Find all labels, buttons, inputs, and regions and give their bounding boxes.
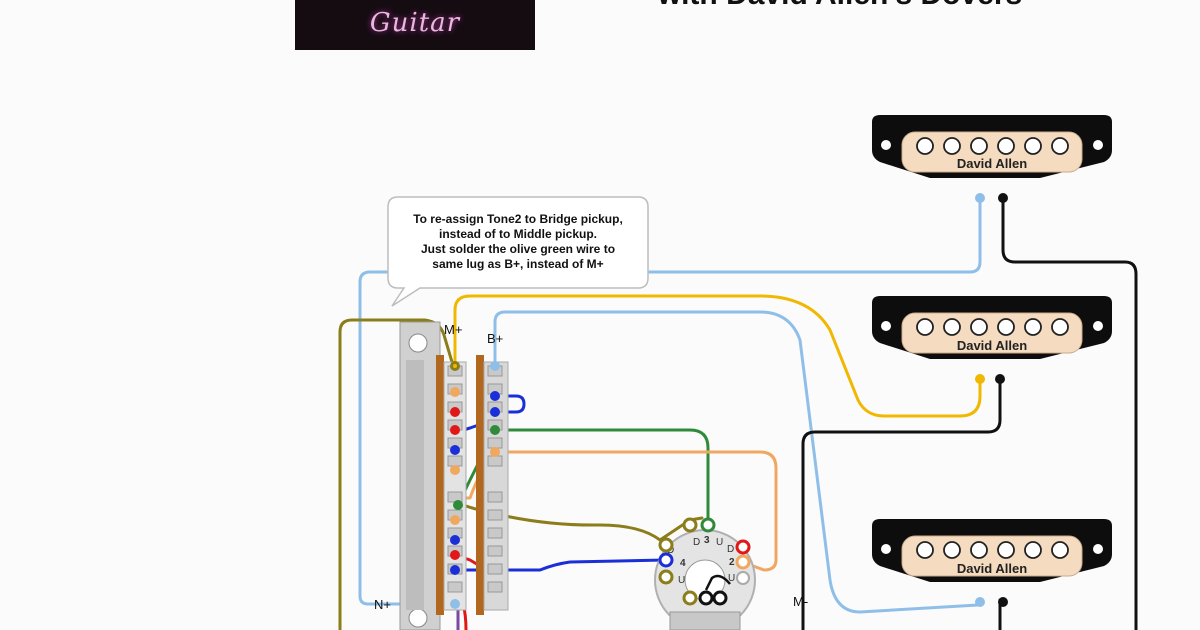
pot-label-u-top: U bbox=[716, 537, 723, 548]
wire-light-blue-bridge bbox=[358, 196, 982, 606]
note-line-2: instead of to Middle pickup. bbox=[439, 227, 597, 241]
page-title: with David Allen's Dovers bbox=[600, 0, 1080, 12]
label-m-plus: M+ bbox=[444, 322, 462, 337]
pot-label-u-left: U bbox=[678, 575, 685, 586]
note-line-1: To re-assign Tone2 to Bridge pickup, bbox=[413, 212, 623, 226]
pot-label-2: 2 bbox=[729, 557, 735, 568]
wire-light-blue-bplus bbox=[493, 310, 982, 614]
label-m-minus: M- bbox=[793, 594, 808, 609]
note-callout: To re-assign Tone2 to Bridge pickup, ins… bbox=[387, 196, 649, 307]
wire-orange bbox=[491, 450, 778, 572]
wire-blue bbox=[491, 394, 526, 414]
pickup-bridge: David Allen bbox=[872, 115, 1112, 178]
note-line-4: same lug as B+, instead of M+ bbox=[432, 257, 603, 271]
wire-olive-2 bbox=[448, 498, 704, 542]
pickup-neck-brand: David Allen bbox=[957, 561, 1027, 576]
wire-yellow bbox=[453, 294, 982, 418]
pickup-middle: David Allen bbox=[872, 296, 1112, 359]
label-n-plus: N+ bbox=[374, 597, 391, 612]
pot-label-d-top: D bbox=[693, 537, 700, 548]
site-logo: Guitar bbox=[295, 0, 535, 50]
wire-black-bridge bbox=[1001, 196, 1138, 630]
five-way-switch bbox=[399, 321, 509, 630]
pickup-middle-brand: David Allen bbox=[957, 338, 1027, 353]
note-line-3: Just solder the olive green wire to bbox=[421, 242, 615, 256]
logo-text: Guitar bbox=[369, 8, 461, 38]
wire-black-middle bbox=[801, 376, 1002, 630]
pot-label-3: 3 bbox=[704, 535, 710, 546]
label-b-plus: B+ bbox=[487, 331, 503, 346]
pickup-bridge-brand: David Allen bbox=[957, 156, 1027, 171]
potentiometer: D 3 U D 4 U D 2 U D bbox=[654, 517, 756, 630]
wire-olive bbox=[338, 318, 454, 630]
pickup-neck: David Allen bbox=[872, 519, 1112, 582]
wire-green bbox=[491, 428, 710, 522]
pot-label-u-right: U bbox=[728, 573, 735, 584]
pot-label-d-right: D bbox=[727, 544, 734, 555]
pot-label-4: 4 bbox=[680, 558, 686, 569]
